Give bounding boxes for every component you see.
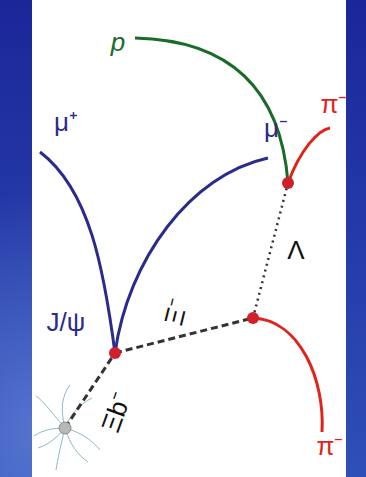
particle-label: Ξb⁻ <box>95 386 136 437</box>
particle-label: π⁻ <box>315 432 346 460</box>
muon-minus-track <box>115 158 268 353</box>
particle-label: Λ <box>285 236 306 264</box>
primary-vertex <box>59 422 71 434</box>
white-panel <box>32 0 346 477</box>
lambda-flight <box>253 183 288 318</box>
particle-label: μ⁺ <box>52 108 80 136</box>
decay-vertex <box>282 177 294 189</box>
particle-label: μ⁻ <box>262 114 290 142</box>
vertex-tracks <box>34 385 100 470</box>
particle-label: π⁻ <box>319 90 350 118</box>
pion-track <box>288 128 330 183</box>
particle-label: Ξ⁻ <box>159 294 193 330</box>
proton-track <box>135 38 288 183</box>
muon-plus-track <box>40 152 115 353</box>
particle-label: p <box>109 28 127 56</box>
particle-label: J/ψ <box>45 308 88 336</box>
pion-track <box>253 318 322 432</box>
decay-vertex <box>109 347 121 359</box>
decay-vertex <box>247 312 259 324</box>
